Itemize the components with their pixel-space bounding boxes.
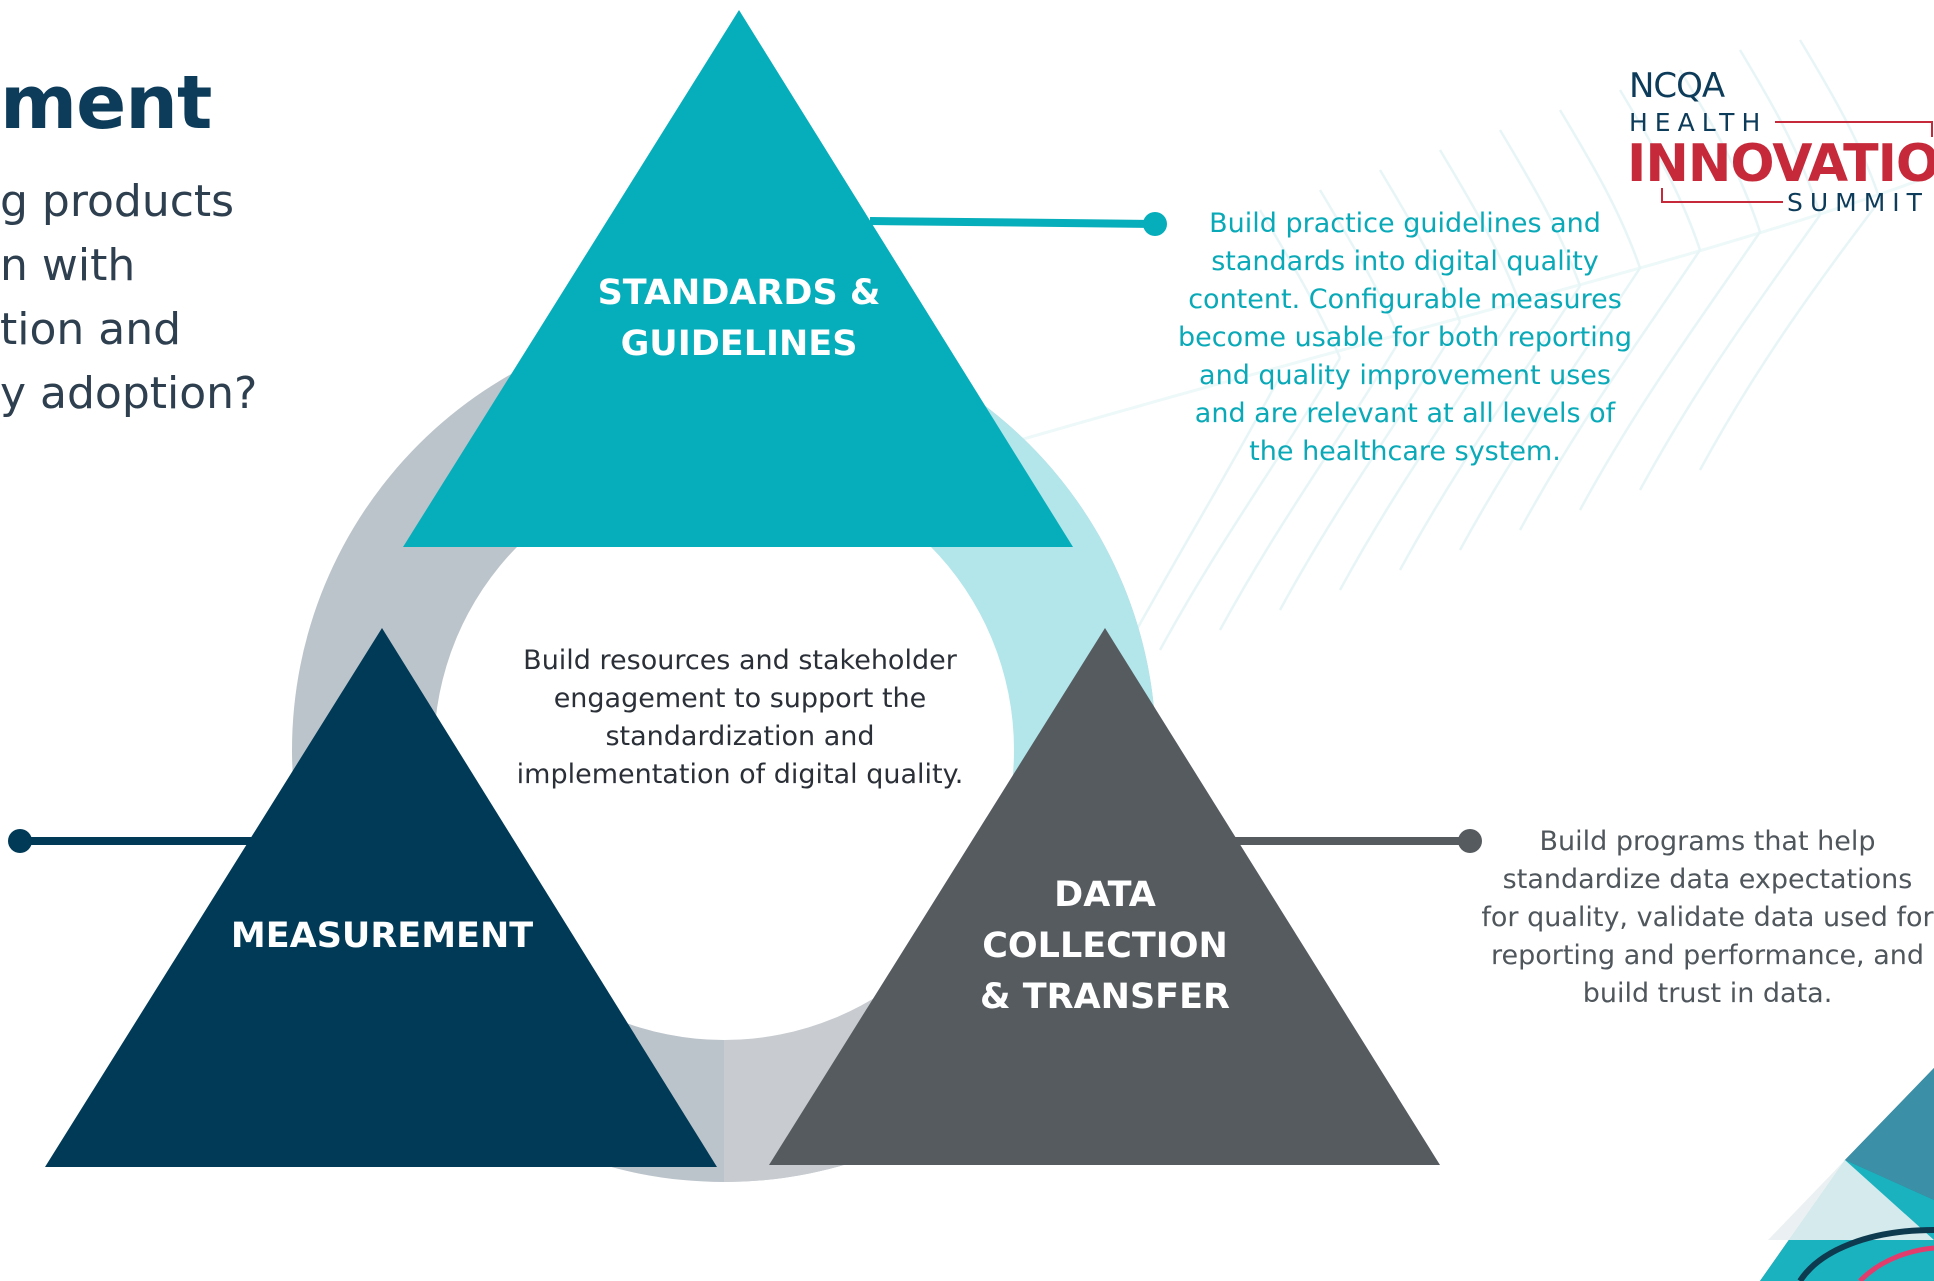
data-label-line: COLLECTION (982, 926, 1228, 966)
logo-health: HEALTH (1629, 108, 1768, 137)
corner-decoration (1760, 1068, 1934, 1281)
standards-connector (869, 212, 1167, 236)
standards-description: Build practice guidelines and standards … (1177, 208, 1633, 467)
logo-ncqa: NCQA (1629, 66, 1725, 106)
logo-rule (1661, 188, 1663, 202)
logo-rule (1931, 121, 1933, 137)
data-collection-label: DATA COLLECTION & TRANSFER (925, 870, 1285, 1023)
measurement-triangle (45, 628, 717, 1167)
data-connector (1235, 829, 1482, 853)
logo-summit: SUMMIT (1787, 188, 1929, 217)
slide-question: g products n with tion and y adoption? (0, 170, 257, 426)
measurement-connector (8, 829, 255, 853)
logo-innovation: INNOVATION (1627, 134, 1934, 194)
logo-rule (1775, 121, 1933, 123)
center-description: Build resources and stakeholder engageme… (516, 645, 964, 790)
standards-label-line: GUIDELINES (620, 324, 858, 364)
logo-rule (1661, 201, 1783, 203)
slide-title: ment (0, 60, 212, 146)
data-label-line: & TRANSFER (980, 977, 1230, 1017)
ncqa-summit-logo: NCQA HEALTH INNOVATION SUMMIT (1627, 66, 1934, 217)
data-collection-triangle (769, 628, 1440, 1165)
palm-leaf-decoration (1019, 39, 1921, 661)
measurement-label: MEASUREMENT (202, 911, 562, 962)
standards-label-line: STANDARDS & (597, 273, 881, 313)
question-line: n with (0, 240, 136, 291)
question-line: g products (0, 176, 235, 227)
standards-label: STANDARDS & GUIDELINES (559, 268, 919, 370)
question-line: y adoption? (0, 368, 258, 419)
data-label-line: DATA (1054, 875, 1156, 915)
measurement-label-line: MEASUREMENT (230, 916, 534, 956)
data-collection-description: Build programs that help standardize dat… (1481, 826, 1934, 1009)
question-line: tion and (0, 304, 182, 355)
standards-triangle (403, 10, 1073, 547)
